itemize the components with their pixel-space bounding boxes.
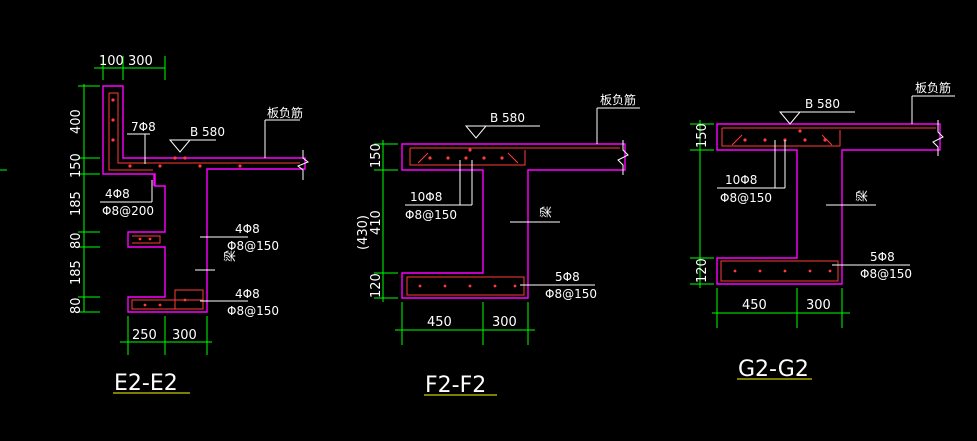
g2-dim-left-1: 150 [695,123,710,148]
g2-dim-bottom-1: 450 [742,298,767,313]
f2-title: F2-F2 [425,373,486,398]
f2-beam-label: 梁 [538,206,553,218]
section-e2: 100 300 400 150 185 80 185 80 250 300 [69,54,309,396]
e2-bars-b: 4Φ8 [235,222,260,236]
e2-slab-mark: B 580 [190,125,225,139]
f2-dim-left-2: 410 [369,210,384,235]
f2-leaders [405,107,640,286]
g2-neg-rebar: 板负筋 [915,80,951,95]
g2-leaders [717,95,955,266]
e2-slab-bars: 7Φ8 [131,120,156,134]
e2-dim-bottom-1: 250 [132,328,157,343]
g2-dims-left [690,120,714,288]
f2-outline [401,143,626,299]
f2-break-mark [617,140,629,175]
e2-dim-left-5: 185 [69,260,84,285]
e2-break-mark [297,150,309,180]
g2-stirrup-a: Φ8@150 [720,191,772,205]
g2-outline [716,123,941,285]
f2-stirrup-b: Φ8@150 [545,287,597,301]
e2-bars-a: 4Φ8 [105,187,130,201]
e2-dim-bottom-2: 300 [172,328,197,343]
e2-bars-c: 4Φ8 [235,287,260,301]
e2-dim-top-2: 300 [128,54,153,69]
e2-dim-left-2: 150 [69,153,84,178]
e2-beam-label: 梁 [222,250,237,262]
f2-dim-bottom-2: 300 [492,315,517,330]
f2-dims-bottom [395,302,535,345]
section-f2: 150 410 (430) 120 450 300 B 580 板负筋 10Φ8… [356,92,640,398]
g2-bars-a: 10Φ8 [725,173,757,187]
f2-dims-left [374,140,398,302]
f2-stirrup-a: Φ8@150 [405,208,457,222]
f2-bars-a: 10Φ8 [410,190,442,204]
g2-dim-bottom-2: 300 [806,298,831,313]
g2-beam-label: 梁 [854,190,869,202]
e2-stirrup-b: Φ8@150 [227,239,279,253]
e2-dim-left-3: 185 [69,191,84,216]
e2-leaders [100,119,300,302]
f2-bars-b: 5Φ8 [555,270,580,284]
e2-dims-left [78,84,100,313]
f2-dim-left-4: 120 [369,273,384,298]
g2-bars-b: 5Φ8 [870,250,895,264]
e2-dim-left-4: 80 [69,232,84,249]
section-g2: 150 120 450 300 B 580 板负筋 10Φ8 Φ8@150 5Φ… [690,80,955,382]
e2-rebar-dots [111,98,242,307]
f2-dim-bottom-1: 450 [427,315,452,330]
g2-slab-mark: B 580 [805,97,840,111]
e2-neg-rebar: 板负筋 [267,105,303,120]
e2-title: E2-E2 [114,371,178,396]
g2-rebar-dots [733,129,832,273]
e2-dim-left-1: 400 [69,109,84,134]
g2-stirrup-b: Φ8@150 [860,267,912,281]
e2-rebar [108,92,300,310]
g2-title: G2-G2 [738,357,809,382]
e2-dims-bottom [120,316,212,355]
e2-dims-top [94,56,166,80]
f2-dim-left-3: (430) [356,215,371,250]
g2-dim-left-2: 120 [695,258,710,283]
f2-rebar [406,147,620,296]
g2-break-mark [932,120,944,156]
e2-stirrup-a: Φ8@200 [102,204,154,218]
e2-dim-top-1: 100 [99,54,124,69]
f2-dim-left-1: 150 [369,143,384,168]
f2-slab-mark: B 580 [490,111,525,125]
g2-dims-bottom [712,288,850,328]
g2-rebar [720,127,936,282]
f2-neg-rebar: 板负筋 [600,92,636,107]
e2-stirrup-c: Φ8@150 [227,304,279,318]
f2-rebar-dots [418,148,517,288]
e2-dim-left-6: 80 [69,297,84,314]
